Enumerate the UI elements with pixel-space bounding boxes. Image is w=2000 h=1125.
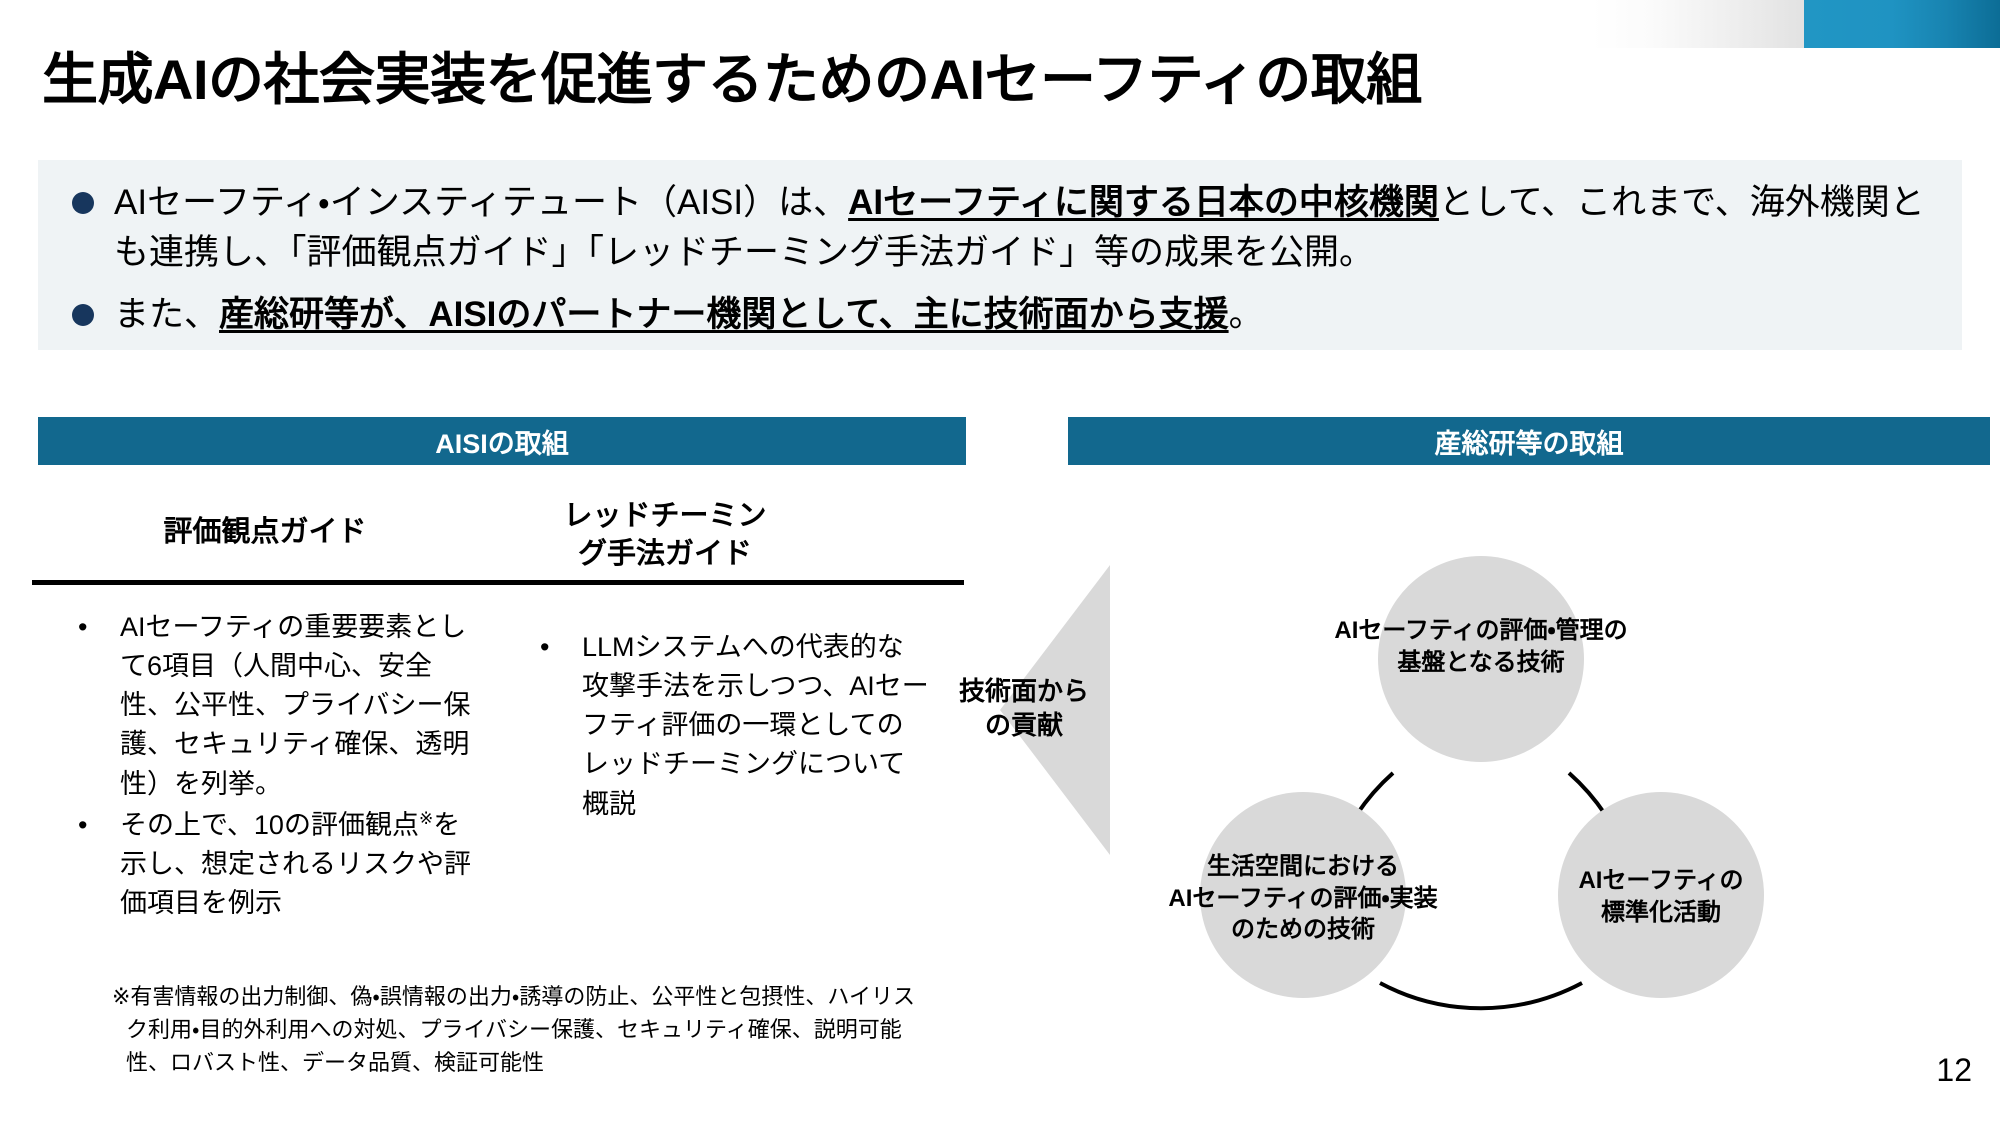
footnote-marker: ※ <box>418 808 434 828</box>
summary-bullet-2-emphasis: 産総研等が、AISIのパートナー機関として、主に技術面から支援 <box>219 295 1229 334</box>
summary-bullet-2-part1: また、 <box>114 295 220 334</box>
circle-top-label-line1: AIセーフティの評価・管理の <box>1334 617 1628 644</box>
summary-bullet-2-text: また、産総研等が、AISIのパートナー機関として、主に技術面から支援。 <box>114 290 1264 340</box>
list-item: • LLMシステムへの代表的な攻撃手法を示しつつ、AIセーフティ評価の一環として… <box>540 628 930 824</box>
summary-bullet-2-part2: 。 <box>1228 295 1264 334</box>
summary-bullet-2: また、産総研等が、AISIのパートナー機関として、主に技術面から支援。 <box>72 290 1942 340</box>
connector-label: 技術面から の貢献 <box>944 674 1104 743</box>
circle-bottom-right-label: AIセーフティの 標準化活動 <box>1510 865 1812 928</box>
column-title-redteaming-guide: レッドチーミング手法ガイド <box>563 500 767 570</box>
circle-bottom-left <box>1200 792 1406 998</box>
summary-bullet-1: AIセーフティ・インスティテュート（AISI）は、AIセーフティに関する日本の中… <box>72 178 1942 277</box>
circle-bottom-left-label: 生活空間における AIセーフティの評価・実装 のための技術 <box>1128 851 1478 946</box>
summary-box: AIセーフティ・インスティテュート（AISI）は、AIセーフティに関する日本の中… <box>38 160 1962 350</box>
decorative-gray-bar <box>1592 0 1804 48</box>
horizontal-divider <box>32 580 964 585</box>
circle-bottom-left-label-line2: AIセーフティの評価・実装 <box>1168 884 1438 912</box>
list-item: • AIセーフティの重要要素として6項目（人間中心、安全性、公平性、プライバシー… <box>78 608 478 804</box>
circle-bottom-right <box>1558 792 1764 998</box>
filled-circle-bullet-icon <box>72 304 94 326</box>
summary-bullet-1-part1: AIセーフティ・インスティテュート（AISI）は、 <box>114 183 849 222</box>
filled-circle-bullet-icon <box>72 192 94 214</box>
footnote-text: ※有害情報の出力制御、偽・誤情報の出力・誘導の防止、公平性と包摂性、ハイリスク利… <box>112 984 915 1075</box>
section-header-aisi: AISIの取組 <box>38 417 966 465</box>
column-title-evaluation-guide: 評価観点ガイド <box>163 516 367 548</box>
redteaming-guide-list: • LLMシステムへの代表的な攻撃手法を示しつつ、AIセーフティ評価の一環として… <box>540 628 930 826</box>
section-header-aist-label: 産総研等の取組 <box>1434 428 1624 459</box>
summary-bullet-1-emphasis: AIセーフティに関する日本の中核機関 <box>848 183 1439 222</box>
circle-bottom-left-label-line3: のための技術 <box>1231 916 1375 944</box>
circle-top <box>1378 556 1584 762</box>
section-header-aisi-label: AISIの取組 <box>435 428 569 459</box>
list-item-text: AIセーフティの重要要素として6項目（人間中心、安全性、公平性、プライバシー保護… <box>120 612 471 799</box>
left-arrow-triangle-icon <box>1000 565 1110 855</box>
section-header-aist: 産総研等の取組 <box>1068 417 1990 465</box>
list-item-text: その上で、10の評価観点※を示し、想定されるリスクや評価項目を例示 <box>120 808 471 918</box>
circle-diagram: AIセーフティの評価・管理の 基盤となる技術 生活空間における AIセーフティの… <box>1080 510 1980 1030</box>
decorative-blue-bar <box>1804 0 2000 48</box>
connector-label-line1: 技術面から <box>958 676 1089 706</box>
evaluation-guide-list: • AIセーフティの重要要素として6項目（人間中心、安全性、公平性、プライバシー… <box>78 608 478 925</box>
circle-bottom-left-label-line1: 生活空間における <box>1207 853 1399 880</box>
dot-bullet-icon: • <box>78 809 88 840</box>
summary-bullet-1-part2: として、これまで、海外機関とも連携し、「評価観点ガイド」「レッドチーミング手法ガ… <box>114 183 1925 272</box>
summary-bullet-1-text: AIセーフティ・インスティテュート（AISI）は、AIセーフティに関する日本の中… <box>114 178 1942 277</box>
list-item-text: LLMシステムへの代表的な攻撃手法を示しつつ、AIセーフティ評価の一環としてのレ… <box>582 632 929 819</box>
circle-top-label: AIセーフティの評価・管理の 基盤となる技術 <box>1320 615 1642 678</box>
page-number: 12 <box>1936 1052 1972 1088</box>
dot-bullet-icon: • <box>540 632 550 662</box>
circle-bottom-right-label-line1: AIセーフティの <box>1578 867 1744 894</box>
dot-bullet-icon: • <box>78 612 88 642</box>
circle-bottom-right-label-line2: 標準化活動 <box>1601 898 1721 926</box>
circle-top-label-line2: 基盤となる技術 <box>1397 648 1565 676</box>
connector-label-line2: の貢献 <box>984 710 1063 741</box>
page-title: 生成AIの社会実装を促進するためのAIセーフティの取組 <box>42 48 1422 111</box>
list-item: • その上で、10の評価観点※を示し、想定されるリスクや評価項目を例示 <box>78 806 478 923</box>
